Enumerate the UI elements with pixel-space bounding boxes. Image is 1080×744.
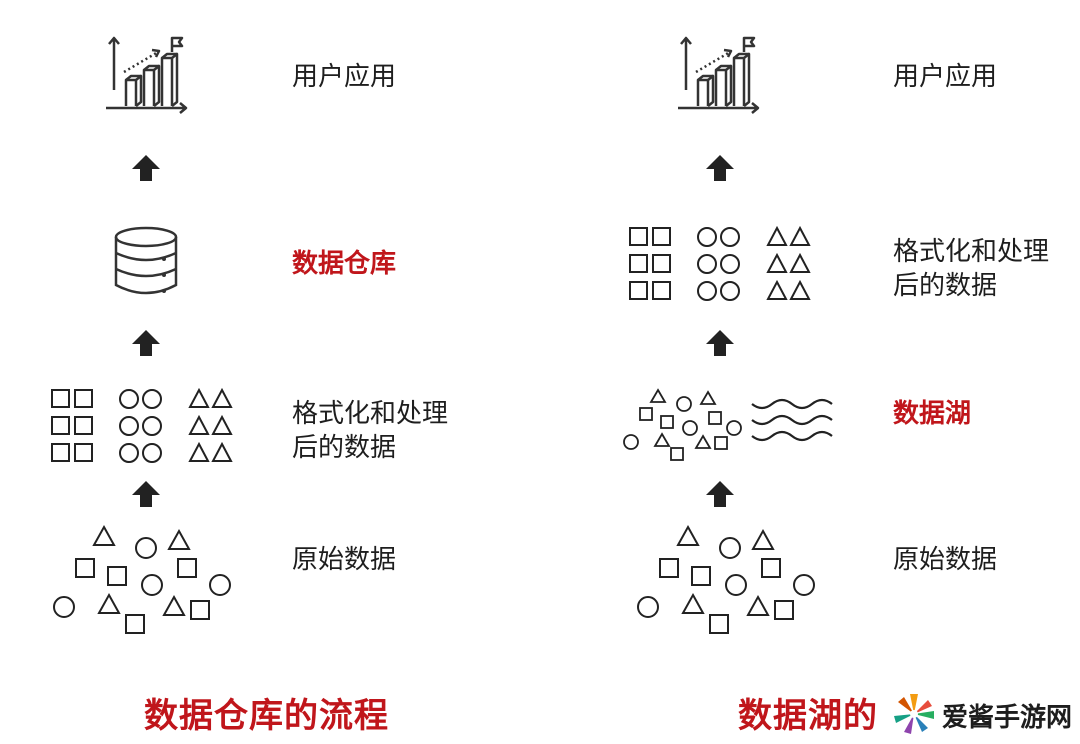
user-app-chart-icon [104, 36, 188, 115]
warehouse-raw-label: 原始数据 [292, 545, 397, 575]
warehouse-up-arrow-icon-1 [132, 155, 160, 181]
lake-raw-shapes-icon [623, 389, 742, 461]
warehouse-up-arrow-icon-2 [132, 330, 160, 356]
lake-store-label: 数据湖 [893, 399, 972, 429]
lake-raw-label: 原始数据 [893, 545, 998, 575]
lake-raw-data-shapes-icon [637, 526, 815, 634]
warehouse-store-label: 数据仓库 [292, 249, 397, 279]
warehouse-title: 数据仓库的流程 [144, 696, 389, 736]
warehouse-user-app-label: 用户应用 [292, 62, 397, 92]
lake-title: 数据湖的 [738, 696, 878, 736]
database-icon [114, 226, 178, 295]
pinwheel-logo-icon [894, 694, 934, 734]
lake-up-arrow-icon-3 [706, 481, 734, 507]
warehouse-up-arrow-icon-3 [132, 481, 160, 507]
warehouse-processed-label: 格式化和处理 后的数据 [292, 399, 449, 463]
lake-user-app-label: 用户应用 [893, 62, 998, 92]
lake-up-arrow-icon-2 [706, 330, 734, 356]
watermark-badge: 爱酱手游网 [880, 684, 1080, 744]
watermark-text: 爱酱手游网 [942, 703, 1073, 733]
waves-icon [750, 398, 834, 442]
lake-processed-shapes-icon [629, 227, 810, 301]
lake-user-app-chart-icon [676, 36, 760, 115]
warehouse-processed-shapes-icon [51, 389, 232, 463]
warehouse-raw-shapes-icon [53, 526, 231, 634]
lake-processed-label: 格式化和处理 后的数据 [893, 237, 1050, 301]
lake-up-arrow-icon-1 [706, 155, 734, 181]
